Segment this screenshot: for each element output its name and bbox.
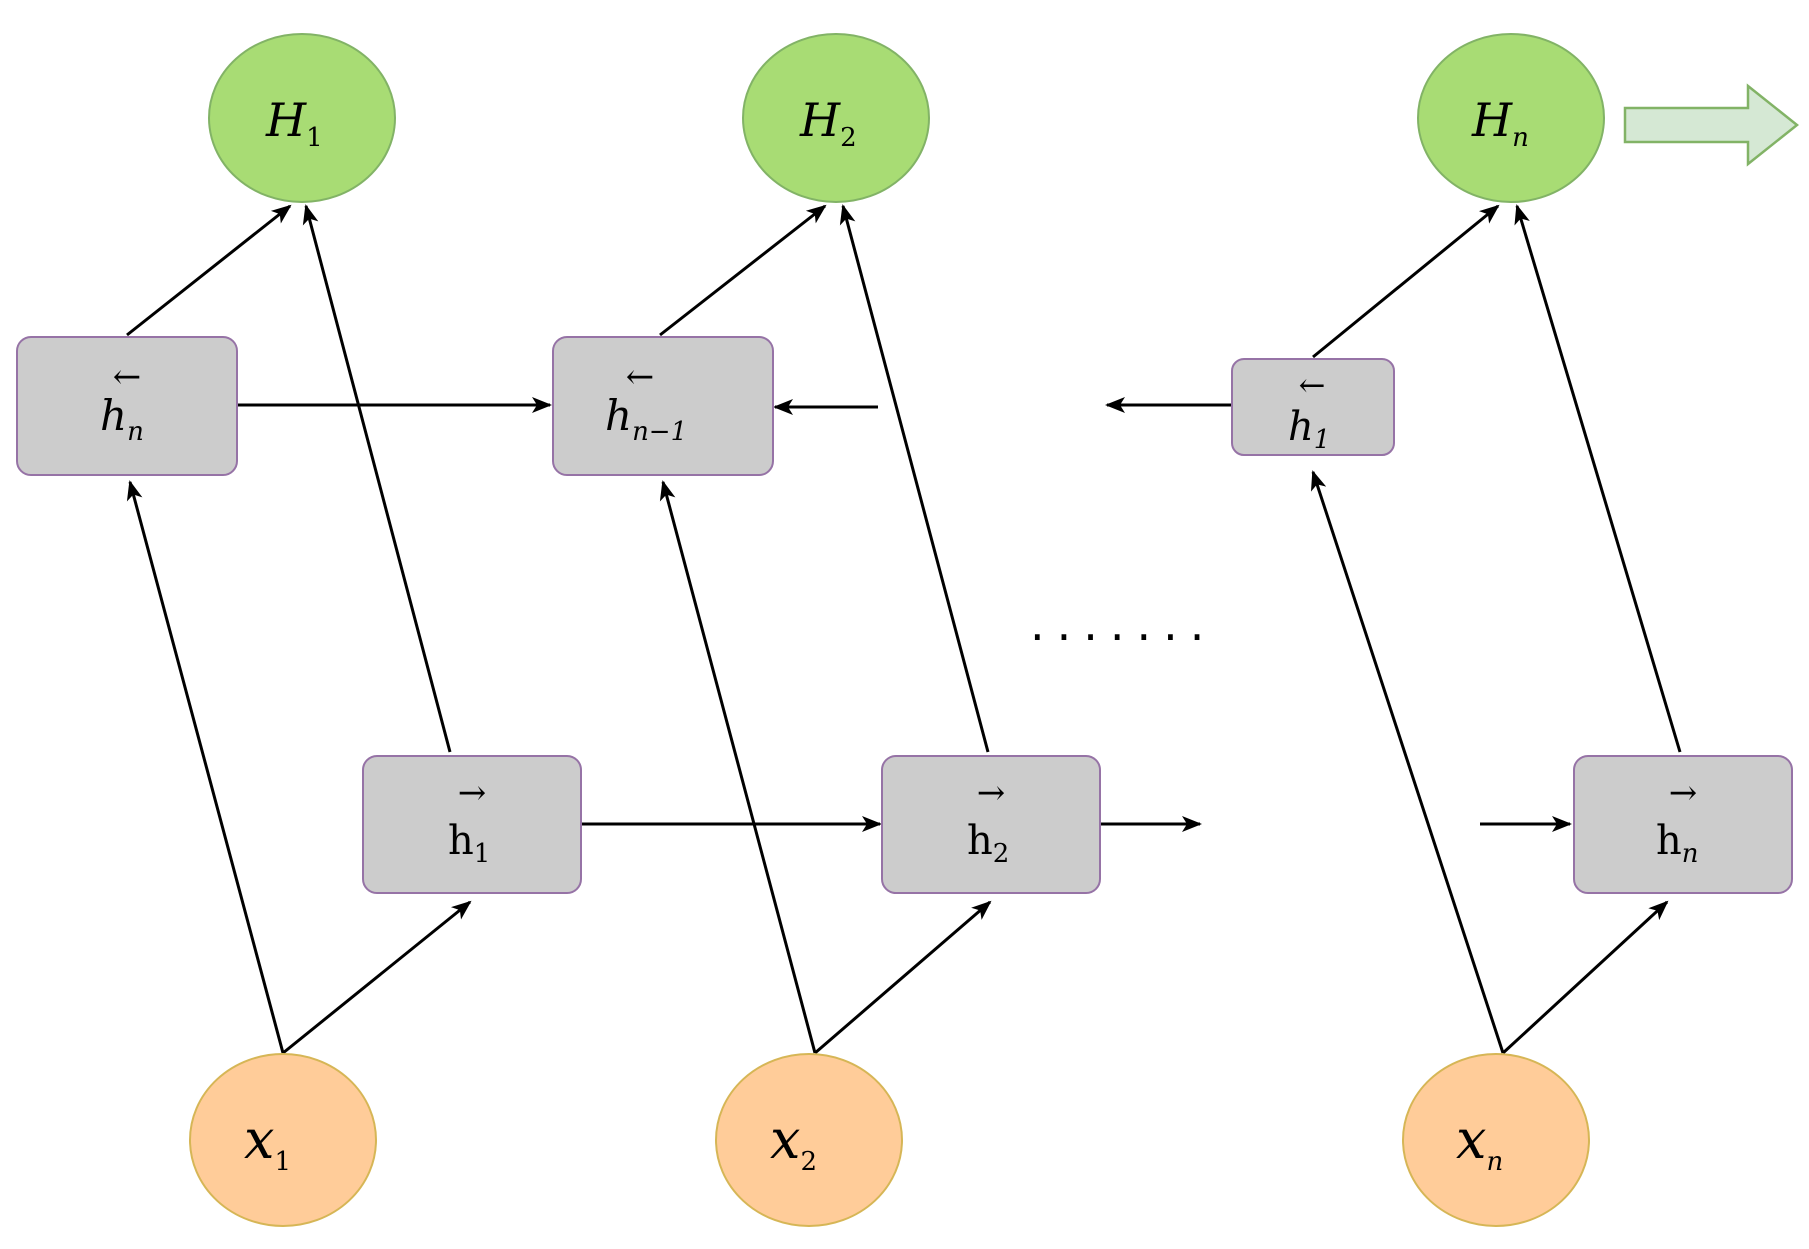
edge-forward-h2-to-H2: [839, 204, 990, 753]
forward-state-box: → h2: [881, 755, 1101, 894]
backward-arrow-accent: ←: [113, 357, 142, 397]
backward-state-label: hn−1: [605, 391, 687, 447]
edges: [126, 204, 1682, 1055]
edge-xn-to-forward-hn: [1501, 900, 1669, 1055]
input-node: x2: [715, 1053, 903, 1227]
edge-backward-h1-to-Hn: [1312, 204, 1500, 359]
edge-x2-to-backward-hn-1: [659, 480, 817, 1054]
backward-arrow-accent: ←: [1299, 366, 1326, 404]
input-node: xn: [1402, 1053, 1590, 1227]
edge-forward-hn-to-Hn: [1514, 204, 1682, 753]
forward-state-label: h2: [967, 818, 1009, 869]
forward-arrow-accent: →: [977, 773, 1006, 813]
edge-forward-h1-to-H1: [302, 204, 452, 753]
backward-state-label: hn: [100, 391, 144, 447]
input-label: xn: [1456, 1108, 1503, 1177]
edge-backward-hn-1-to-H2: [659, 204, 827, 337]
right-block-arrow-icon: [1623, 83, 1800, 167]
input-label: x2: [770, 1108, 817, 1177]
output-label: H2: [799, 93, 857, 153]
backward-state-box: ← hn: [16, 336, 238, 476]
backward-arrow-accent: ←: [626, 357, 655, 397]
forward-state-box: → h1: [362, 755, 582, 894]
output-node: H2: [742, 33, 930, 203]
edge-x1-to-backward-hn: [126, 480, 285, 1054]
output-node: H1: [208, 33, 396, 203]
ellipsis: .......: [1030, 597, 1216, 651]
edge-backward-hn-to-H1: [126, 204, 292, 337]
edge-x1-to-forward-h1: [282, 900, 472, 1055]
forward-arrow-accent: →: [1669, 773, 1698, 813]
backward-state-label: h1: [1288, 404, 1330, 455]
forward-state-box: → hn: [1573, 755, 1793, 894]
edge-xn-to-backward-h1: [1310, 470, 1505, 1054]
forward-state-label: h1: [448, 818, 490, 869]
input-node: x1: [189, 1053, 377, 1227]
output-label: H1: [265, 93, 323, 153]
backward-state-box: ← h1: [1231, 358, 1395, 456]
output-label: Hn: [1471, 93, 1529, 153]
input-label: x1: [244, 1108, 291, 1177]
output-node: Hn: [1417, 33, 1605, 203]
forward-state-label: hn: [1656, 818, 1699, 869]
backward-state-box: ← hn−1: [552, 336, 774, 476]
edge-x2-to-forward-h2: [814, 900, 992, 1055]
forward-arrow-accent: →: [458, 773, 487, 813]
